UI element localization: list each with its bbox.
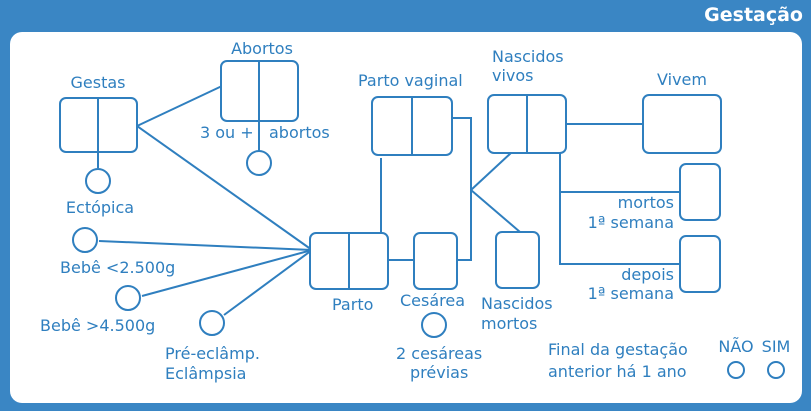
sim-label: SIM [762, 337, 791, 356]
vivem-box[interactable] [642, 94, 722, 154]
primeira-semana-label-1: 1ª semana [588, 213, 674, 232]
bebe-menor-circle[interactable] [72, 227, 98, 253]
connectors [97, 85, 680, 316]
final-gestacao-label-1: Final da gestação [548, 340, 688, 359]
line-nv-depois [559, 192, 680, 265]
bebe-maior-circle[interactable] [115, 285, 141, 311]
form-panel [10, 32, 802, 403]
abortos-label: Abortos [231, 39, 293, 58]
parto-vaginal-box[interactable] [371, 96, 453, 156]
line-to-nascidos-vivos [470, 151, 513, 191]
previas-label: prévias [410, 363, 468, 382]
depois-label: depois [621, 265, 674, 284]
line-to-nascidos-mortos [470, 189, 521, 233]
bebe-menor-label: Bebê <2.500g [60, 258, 175, 277]
preeclamp-circle[interactable] [199, 310, 225, 336]
gestas-box[interactable] [59, 97, 138, 153]
mortos-primeira-semana-box[interactable] [679, 163, 721, 221]
abortos-box[interactable] [220, 60, 299, 122]
final-gestacao-label-2: anterior há 1 ano [548, 362, 687, 381]
sim-radio[interactable] [767, 361, 785, 379]
nascidos-mortos-label-2: mortos [481, 314, 537, 333]
nascidos-mortos-label-1: Nascidos [481, 294, 553, 313]
line-bebe-menor [98, 240, 313, 251]
ectopica-label: Ectópica [66, 198, 134, 217]
duas-cesareas-label: 2 cesáreas [396, 344, 482, 363]
line-gestas-abortos [136, 85, 223, 127]
cesarea-label: Cesárea [400, 291, 465, 310]
tres-ou-mais-label: 3 ou + [200, 123, 254, 142]
nao-radio[interactable] [727, 361, 745, 379]
mortos-label: mortos [618, 193, 674, 212]
preeclamp-label: Pré-eclâmp. [165, 344, 260, 363]
bebe-maior-label: Bebê >4.500g [40, 316, 155, 335]
line-nv-mortos [559, 152, 680, 193]
vivem-label: Vivem [657, 70, 707, 89]
line-preeclamp [223, 249, 313, 316]
abortos-sub-label: abortos [269, 123, 330, 142]
nascidos-mortos-box[interactable] [495, 231, 540, 289]
depois-primeira-semana-box[interactable] [679, 235, 721, 293]
gestas-label: Gestas [71, 73, 126, 92]
parto-vaginal-label: Parto vaginal [358, 71, 463, 90]
nascidos-vivos-label-1: Nascidos [492, 47, 564, 66]
line-gestas-parto [136, 125, 313, 251]
cesarea-box[interactable] [413, 232, 458, 290]
line-bebe-maior [141, 249, 313, 297]
nascidos-vivos-box[interactable] [487, 94, 567, 154]
header-title: Gestação [704, 4, 803, 26]
parto-box[interactable] [309, 232, 389, 290]
nao-label: NÃO [718, 337, 753, 356]
cesareas-previas-circle[interactable] [421, 312, 447, 338]
eclampsia-label: Eclâmpsia [165, 364, 246, 383]
primeira-semana-label-2: 1ª semana [588, 284, 674, 303]
ectopica-circle[interactable] [85, 168, 111, 194]
parto-label: Parto [332, 295, 373, 314]
abortos-circle[interactable] [246, 150, 272, 176]
nascidos-vivos-label-2: vivos [492, 66, 534, 85]
